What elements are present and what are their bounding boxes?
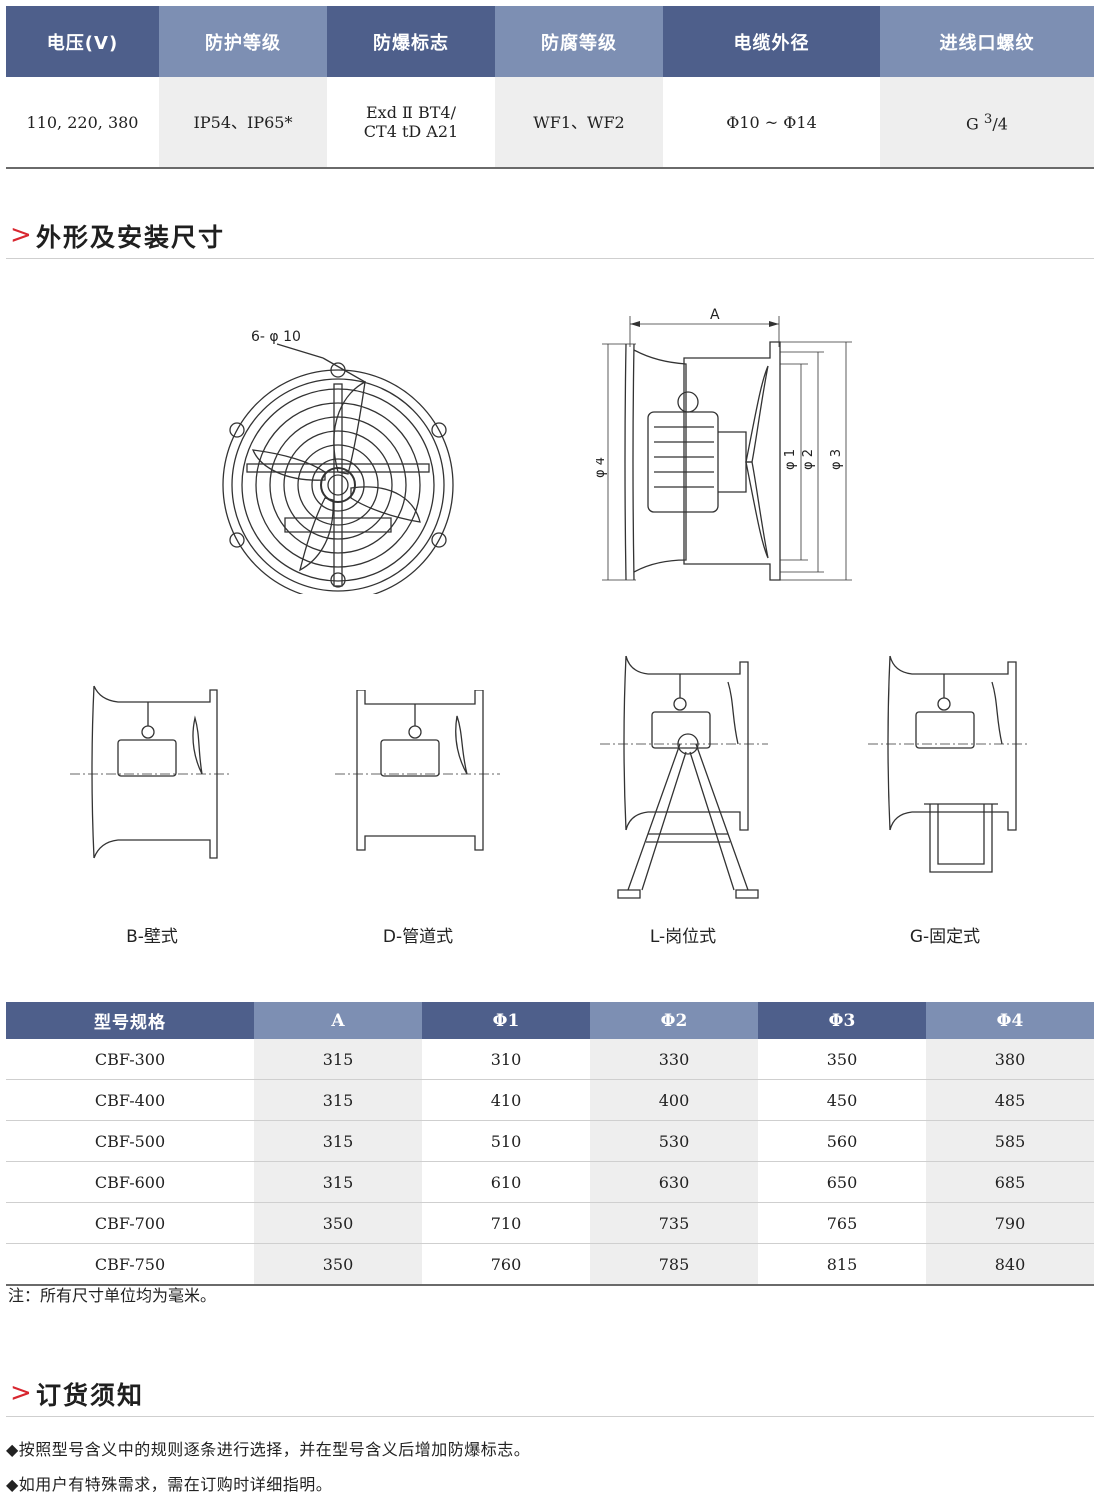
- cell-phi3: 765: [758, 1202, 926, 1244]
- cell-a: 315: [254, 1161, 422, 1203]
- spec-voltage-value: 110, 220, 380: [6, 77, 159, 169]
- cell-phi1: 510: [422, 1120, 590, 1162]
- spec-ex-mark-line2: CT4 tD A21: [363, 122, 459, 141]
- dim-phi4-label: φ 4: [596, 457, 608, 478]
- spec-ex-mark-line1: Exd Ⅱ BT4/: [366, 103, 456, 122]
- spec-header-ex-mark: 防爆标志: [327, 6, 495, 77]
- cell-phi1: 610: [422, 1161, 590, 1203]
- spec-header-cable: 电缆外径: [663, 6, 880, 77]
- spec-header-voltage: 电压(V): [6, 6, 159, 77]
- dimension-header-a: A: [254, 1002, 422, 1039]
- cell-phi3: 560: [758, 1120, 926, 1162]
- mount-stand-drawing: [600, 652, 775, 902]
- mount-type-stand-label: L-岗位式: [649, 927, 717, 947]
- holes-label: 6- φ 10: [251, 329, 301, 345]
- mount-fixed-drawing: [868, 652, 1033, 877]
- mount-type-wall-label: B-壁式: [126, 927, 178, 947]
- section-heading-dimensions: > 外形及安装尺寸: [6, 218, 1094, 259]
- dim-a-label: A: [710, 307, 720, 323]
- order-note-item: ◆按照型号含义中的规则逐条进行选择，并在型号含义后增加防爆标志。: [6, 1440, 531, 1459]
- mount-duct-drawing: [335, 690, 505, 860]
- cell-model: CBF-750: [6, 1243, 254, 1286]
- spec-value-row: 110, 220, 380 IP54、IP65* Exd Ⅱ BT4/ CT4 …: [6, 77, 1094, 169]
- table-row: CBF-750 350 760 785 815 840: [6, 1243, 1094, 1286]
- spec-cable-value: Φ10 ~ Φ14: [663, 77, 880, 169]
- section-arrow-icon: >: [10, 220, 32, 250]
- order-note-item: ◆如用户有特殊需求，需在订购时详细指明。: [6, 1475, 333, 1494]
- dimension-header-phi4: Φ4: [926, 1002, 1094, 1039]
- mount-type-fixed-label: G-固定式: [909, 927, 981, 947]
- table-row: CBF-700 350 710 735 765 790: [6, 1202, 1094, 1244]
- side-view-drawing: A φ 1 φ 2 φ 3 φ 4: [596, 302, 866, 587]
- cell-a: 315: [254, 1039, 422, 1080]
- mount-type-duct-label: D-管道式: [382, 927, 454, 947]
- spec-ex-mark-value: Exd Ⅱ BT4/ CT4 tD A21: [327, 77, 495, 169]
- spec-header-protection: 防护等级: [159, 6, 327, 77]
- cell-phi2: 400: [590, 1079, 758, 1121]
- cell-model: CBF-600: [6, 1161, 254, 1203]
- spec-thread-sup: 3: [983, 112, 993, 128]
- cell-phi1: 410: [422, 1079, 590, 1121]
- cell-phi4: 485: [926, 1079, 1094, 1121]
- cell-model: CBF-700: [6, 1202, 254, 1244]
- mount-wall-drawing: [70, 680, 240, 870]
- cell-phi2: 530: [590, 1120, 758, 1162]
- cell-phi4: 380: [926, 1039, 1094, 1080]
- cell-a: 350: [254, 1202, 422, 1244]
- table-row: CBF-300 315 310 330 350 380: [6, 1039, 1094, 1080]
- spec-thread-value: G 3/4: [880, 77, 1094, 169]
- cell-model: CBF-300: [6, 1039, 254, 1080]
- cell-phi3: 815: [758, 1243, 926, 1286]
- spec-header-thread: 进线口螺纹: [880, 6, 1094, 77]
- spec-thread-prefix: G: [966, 114, 984, 134]
- cell-model: CBF-500: [6, 1120, 254, 1162]
- spec-protection-value: IP54、IP65*: [159, 77, 327, 169]
- table-row: CBF-500 315 510 530 560 585: [6, 1120, 1094, 1162]
- front-view-drawing: 6- φ 10: [215, 322, 455, 594]
- cell-a: 315: [254, 1079, 422, 1121]
- dimension-header-phi3: Φ3: [758, 1002, 926, 1039]
- section-heading-ordering: > 订货须知: [6, 1376, 1094, 1417]
- cell-phi2: 735: [590, 1202, 758, 1244]
- cell-phi4: 840: [926, 1243, 1094, 1286]
- cell-phi4: 790: [926, 1202, 1094, 1244]
- cell-phi3: 450: [758, 1079, 926, 1121]
- cell-phi1: 760: [422, 1243, 590, 1286]
- dimension-header-phi1: Φ1: [422, 1002, 590, 1039]
- cell-phi4: 685: [926, 1161, 1094, 1203]
- spec-table: 电压(V) 防护等级 防爆标志 防腐等级 电缆外径 进线口螺纹 110, 220…: [6, 6, 1094, 169]
- dimension-header-phi2: Φ2: [590, 1002, 758, 1039]
- spec-anticorrosion-value: WF1、WF2: [495, 77, 663, 169]
- dimension-header-model: 型号规格: [6, 1002, 254, 1039]
- cell-phi4: 585: [926, 1120, 1094, 1162]
- cell-a: 350: [254, 1243, 422, 1286]
- section-arrow-icon: >: [10, 1378, 32, 1408]
- cell-phi2: 785: [590, 1243, 758, 1286]
- cell-phi2: 630: [590, 1161, 758, 1203]
- spec-header-row: 电压(V) 防护等级 防爆标志 防腐等级 电缆外径 进线口螺纹: [6, 6, 1094, 77]
- dimension-header-row: 型号规格 A Φ1 Φ2 Φ3 Φ4: [6, 1002, 1094, 1039]
- dimension-table: 型号规格 A Φ1 Φ2 Φ3 Φ4 CBF-300 315 310 330 3…: [6, 1002, 1094, 1286]
- dim-phi1-label: φ 1: [783, 449, 798, 470]
- cell-phi3: 350: [758, 1039, 926, 1080]
- cell-model: CBF-400: [6, 1079, 254, 1121]
- spec-header-anticorrosion: 防腐等级: [495, 6, 663, 77]
- units-note: 注：所有尺寸单位均为毫米。: [8, 1286, 217, 1305]
- cell-phi3: 650: [758, 1161, 926, 1203]
- cell-phi1: 310: [422, 1039, 590, 1080]
- table-row: CBF-400 315 410 400 450 485: [6, 1079, 1094, 1121]
- table-row: CBF-600 315 610 630 650 685: [6, 1161, 1094, 1203]
- cell-phi1: 710: [422, 1202, 590, 1244]
- cell-phi2: 330: [590, 1039, 758, 1080]
- dim-phi3-label: φ 3: [829, 449, 844, 470]
- dim-phi2-label: φ 2: [801, 449, 816, 470]
- section-title: 订货须知: [36, 1381, 145, 1410]
- spec-thread-suffix: /4: [992, 114, 1008, 134]
- cell-a: 315: [254, 1120, 422, 1162]
- section-title: 外形及安装尺寸: [36, 223, 226, 252]
